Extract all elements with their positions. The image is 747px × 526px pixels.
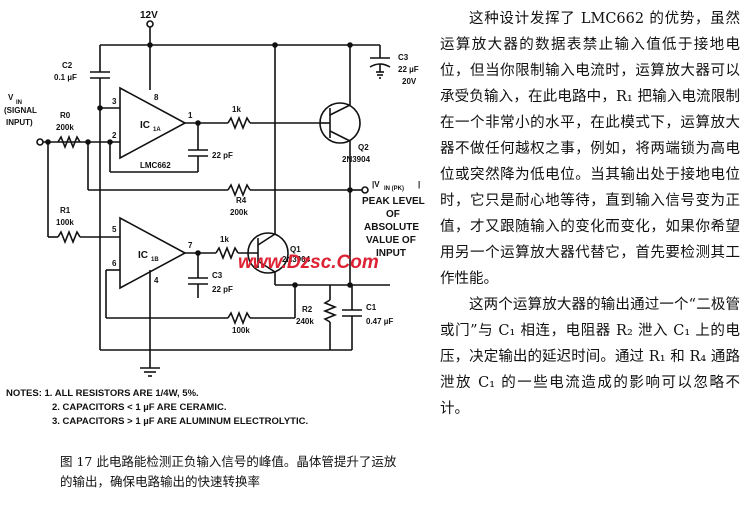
c3-voltage: 20V (402, 77, 417, 86)
article-text: 这种设计发挥了 LMC662 的优势，虽然运算放大器的数据表禁止输入值低于接地电… (440, 6, 740, 422)
c2-name: C2 (62, 61, 73, 70)
ic-a-sub: 1A (153, 127, 161, 133)
vin-label-signal: (SIGNAL (4, 106, 37, 115)
pin-b6: 6 (112, 259, 117, 268)
circuit-diagram: 12V C2 0.1 µF C3 22 µF 20V V IN (SIGNAL … (4, 10, 425, 377)
r4-name: R4 (236, 196, 247, 205)
pin-b5: 5 (112, 225, 117, 234)
figure-caption: 图 17 此电路能检测正负输入信号的峰值。晶体管提升了运放的输出，确保电路输出的… (60, 454, 397, 489)
pin-a2: 2 (112, 131, 117, 140)
r2-name: R2 (302, 305, 313, 314)
schematic: 12V C2 0.1 µF C3 22 µF 20V V IN (SIGNAL … (4, 10, 425, 377)
vout-label-end: | (418, 180, 420, 189)
pin-a8: 8 (154, 93, 159, 102)
r2-value: 240k (296, 317, 314, 326)
c3-value: 22 µF (398, 65, 419, 74)
r-100k: 100k (232, 326, 250, 335)
pin-a1: 1 (188, 111, 193, 120)
c3-name: C3 (398, 53, 409, 62)
vin-label-input: INPUT) (6, 118, 33, 127)
r1-name: R1 (60, 206, 71, 215)
peak-line-1: PEAK LEVEL (362, 196, 425, 207)
q2-name: Q2 (358, 143, 369, 152)
pin-a3: 3 (112, 97, 117, 106)
q1-part: 2N3904 (282, 255, 311, 264)
note-1: NOTES: 1. ALL RESISTORS ARE 1/4W, 5%. (6, 388, 199, 399)
r0-value: 200k (56, 123, 74, 132)
c2-value: 0.1 µF (54, 73, 77, 82)
ic-a-part: LMC662 (140, 161, 171, 170)
peak-line-2: OF (386, 209, 400, 220)
r0-name: R0 (60, 111, 71, 120)
pin-b4: 4 (154, 276, 159, 285)
paragraph-1: 这种设计发挥了 LMC662 的优势，虽然运算放大器的数据表禁止输入值低于接地电… (440, 11, 740, 287)
schematic-labels: 12V C2 0.1 µF C3 22 µF 20V V IN (SIGNAL … (4, 10, 425, 335)
ic-a-name: IC (140, 120, 150, 131)
c1-name: C1 (366, 303, 377, 312)
r-1k-a: 1k (232, 105, 241, 114)
note-2: 2. CAPACITORS < 1 µF ARE CERAMIC. (52, 402, 227, 413)
vin-label-sub: IN (16, 100, 22, 106)
wires (36, 20, 391, 377)
notes: NOTES: 1. ALL RESISTORS ARE 1/4W, 5%. 2.… (6, 387, 426, 429)
r1-value: 100k (56, 218, 74, 227)
peak-line-4: VALUE OF (366, 235, 416, 246)
cap-fb-a: 22 pF (212, 151, 233, 160)
watermark: www.Dzsc.Com (238, 252, 379, 273)
supply-label: 12V (140, 10, 158, 21)
peak-line-5: INPUT (376, 248, 406, 259)
r-1k-b: 1k (220, 235, 229, 244)
cap-fb-b: 22 pF (212, 285, 233, 294)
vout-label-sub: IN (PK) (384, 186, 404, 192)
q1-name: Q1 (290, 245, 301, 254)
vout-label: |V (372, 180, 380, 189)
c3-b-name: C3 (212, 271, 223, 280)
vin-label-v: V (8, 93, 14, 102)
ic-b-sub: 1B (151, 257, 159, 263)
note-3: 3. CAPACITORS > 1 µF ARE ALUMINUM ELECTR… (52, 416, 309, 427)
peak-line-3: ABSOLUTE (364, 222, 419, 233)
r4-value: 200k (230, 208, 248, 217)
c1-value: 0.47 µF (366, 317, 393, 326)
ic-b-name: IC (138, 250, 148, 261)
q2-part: 2N3904 (342, 155, 371, 164)
paragraph-2: 这两个运算放大器的输出通过一个“二极管或门”与 C₁ 相连，电阻器 R₂ 泄入 … (440, 297, 740, 417)
pin-b7: 7 (188, 241, 193, 250)
